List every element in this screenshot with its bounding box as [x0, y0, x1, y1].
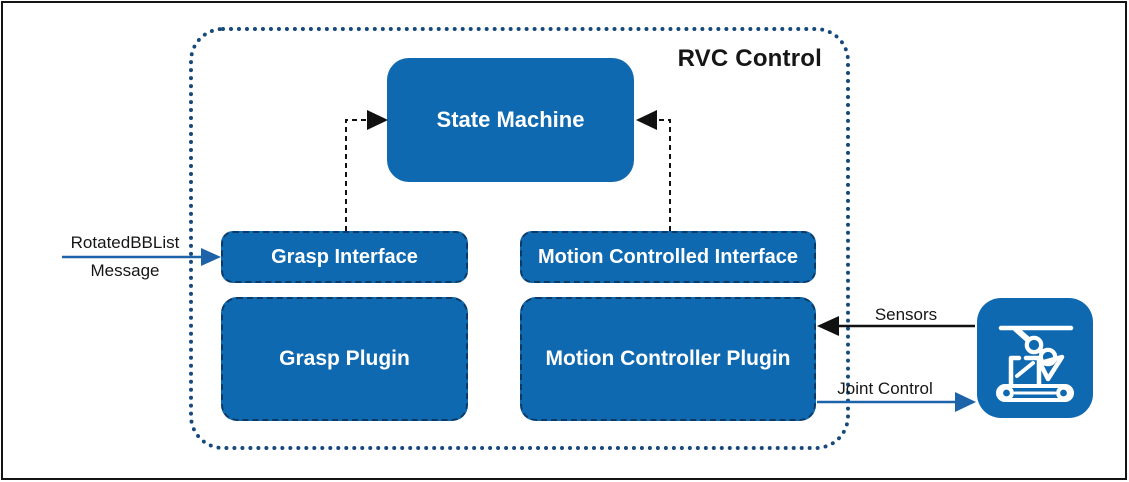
rotatedbblist-label: RotatedBBList: [70, 233, 180, 252]
motion-controlled-interface-box: Motion Controlled Interface: [520, 231, 816, 283]
grasp-plugin-box: Grasp Plugin: [221, 297, 468, 421]
grasp-interface-box: Grasp Interface: [221, 231, 468, 283]
rvc-control-title: RVC Control: [677, 45, 822, 72]
message-label: Message: [90, 261, 160, 280]
joint-control-label: Joint Control: [837, 379, 933, 398]
state-machine-box: State Machine: [387, 58, 634, 182]
motion-controller-plugin-label: Motion Controller Plugin: [545, 347, 791, 371]
motion-controlled-interface-label: Motion Controlled Interface: [538, 246, 798, 268]
state-machine-label: State Machine: [436, 106, 585, 132]
robot-arm-conveyor-icon: [996, 325, 1074, 402]
rvc-control-container: RVC Control: [189, 27, 850, 450]
motion-controller-plugin-box: Motion Controller Plugin: [520, 297, 816, 421]
robot-cell-box: [977, 298, 1093, 418]
grasp-interface-label: Grasp Interface: [271, 246, 418, 268]
sensors-label: Sensors: [874, 305, 938, 324]
grasp-plugin-label: Grasp Plugin: [279, 347, 410, 371]
